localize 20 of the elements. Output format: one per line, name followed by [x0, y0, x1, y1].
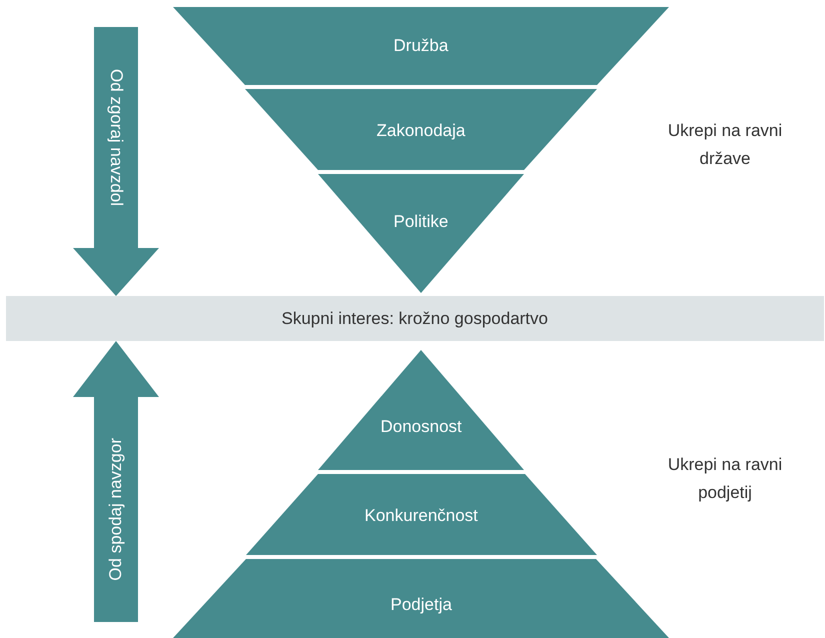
band-label: Skupni interes: krožno gospodartvo — [282, 309, 548, 329]
level-note: Ukrepi na ravni podjetij — [666, 454, 784, 504]
pyramid-tier — [173, 559, 669, 638]
down-arrow — [73, 27, 159, 296]
pyramid-tier — [246, 474, 597, 555]
pyramid-tier — [318, 350, 524, 470]
tier-label: Donosnost — [380, 417, 462, 437]
common-interest-band — [6, 296, 824, 341]
tier-label: Družba — [394, 36, 448, 56]
pyramid-tier — [318, 174, 524, 293]
up-arrow — [73, 341, 159, 622]
tier-label: Podjetja — [390, 595, 452, 615]
tier-label: Politike — [394, 212, 448, 232]
edge-label: Od zgoraj navzdol — [106, 69, 126, 206]
pyramid-tier — [173, 7, 669, 85]
edge-label: Od spodaj navzgor — [106, 438, 126, 581]
level-note: Ukrepi na ravni države — [666, 120, 784, 170]
tier-label: Konkurenčnost — [364, 506, 478, 526]
tier-label: Zakonodaja — [376, 121, 466, 141]
pyramid-tier — [245, 89, 597, 170]
